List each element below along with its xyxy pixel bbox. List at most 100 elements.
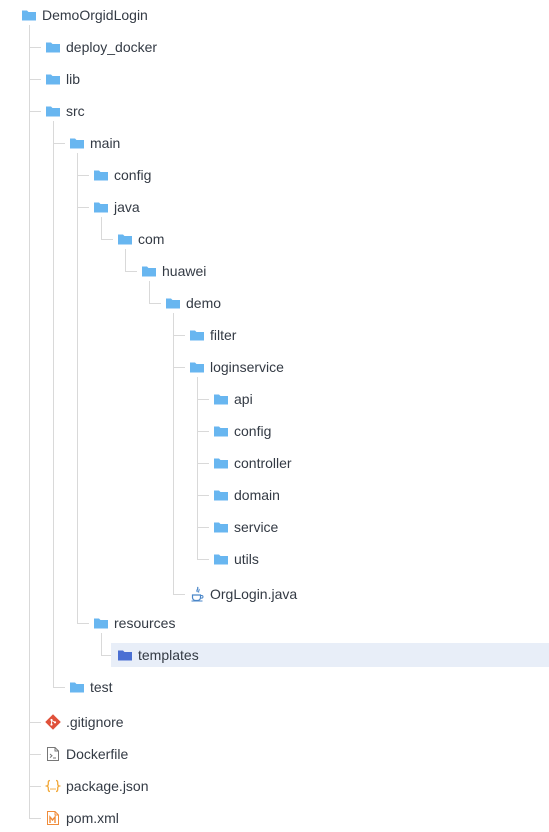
tree-item-orglogin[interactable]: OrgLogin.java	[0, 582, 549, 606]
tree-connector	[173, 335, 174, 368]
tree-connector	[173, 594, 185, 595]
tree-item-label: pom.xml	[66, 810, 119, 826]
tree-item-api[interactable]: api	[0, 387, 549, 411]
folder-icon	[93, 167, 109, 183]
tree-item-deploy-docker[interactable]: deploy_docker	[0, 35, 549, 59]
tree-item-templates[interactable]: templates	[0, 643, 549, 667]
tree-connector	[29, 754, 41, 755]
tree-item-domain[interactable]: domain	[0, 483, 549, 507]
tree-item-config2[interactable]: config	[0, 419, 549, 443]
tree-connector	[197, 463, 209, 464]
tree-connector	[77, 153, 78, 176]
dockerfile-icon	[45, 746, 61, 762]
tree-item-filter[interactable]: filter	[0, 323, 549, 347]
git-file-icon	[45, 714, 61, 730]
tree-item-pom-xml[interactable]: pom.xml	[0, 806, 549, 830]
folder-icon	[117, 647, 133, 663]
tree-connector	[197, 527, 198, 560]
maven-file-icon	[45, 810, 61, 826]
tree-connector	[101, 655, 113, 656]
tree-connector	[29, 47, 41, 48]
tree-connector	[197, 559, 209, 560]
tree-connector	[53, 143, 54, 688]
tree-item-label: config	[234, 423, 272, 439]
folder-icon	[21, 7, 37, 23]
tree-connector	[197, 527, 209, 528]
tree-item-label: java	[114, 199, 140, 215]
folder-icon	[93, 615, 109, 631]
tree-connector	[173, 335, 185, 336]
tree-item-huawei[interactable]: huawei	[0, 259, 549, 283]
selection-highlight	[111, 643, 549, 667]
tree-connector	[29, 79, 41, 80]
tree-connector	[77, 207, 78, 624]
tree-item-com[interactable]: com	[0, 227, 549, 251]
folder-icon	[165, 295, 181, 311]
folder-icon	[213, 455, 229, 471]
tree-connector	[77, 175, 89, 176]
tree-item-demo[interactable]: demo	[0, 291, 549, 315]
tree-connector	[149, 281, 150, 304]
tree-item-resources[interactable]: resources	[0, 611, 549, 635]
tree-item-label: resources	[114, 615, 176, 631]
java-file-icon	[189, 586, 205, 602]
tree-item-main[interactable]: main	[0, 131, 549, 155]
folder-icon	[213, 551, 229, 567]
tree-item-label: lib	[66, 71, 81, 87]
tree-item-dockerfile[interactable]: Dockerfile	[0, 742, 549, 766]
tree-item-src[interactable]: src	[0, 99, 549, 123]
tree-item-label: controller	[234, 455, 292, 471]
folder-icon	[213, 519, 229, 535]
folder-icon	[93, 199, 109, 215]
tree-connector	[101, 217, 102, 240]
tree-item-label: main	[90, 135, 121, 151]
tree-connector	[53, 687, 65, 688]
tree-item-utils[interactable]: utils	[0, 547, 549, 571]
tree-item-label: .gitignore	[66, 714, 124, 730]
tree-item-label: huawei	[162, 263, 207, 279]
tree-item-controller[interactable]: controller	[0, 451, 549, 475]
tree-connector	[197, 431, 209, 432]
tree-connector	[29, 754, 30, 787]
tree-connector	[173, 367, 174, 595]
folder-icon	[117, 231, 133, 247]
tree-item-label: config	[114, 167, 152, 183]
tree-item-label: Dockerfile	[66, 746, 129, 762]
tree-item-label: deploy_docker	[66, 39, 158, 55]
folder-icon	[189, 359, 205, 375]
folder-icon	[213, 423, 229, 439]
folder-icon	[213, 487, 229, 503]
tree-item-gitignore[interactable]: .gitignore	[0, 710, 549, 734]
tree-item-label: service	[234, 519, 279, 535]
tree-item-label: DemoOrgidLogin	[42, 7, 148, 23]
tree-connector	[29, 25, 30, 48]
tree-connector	[197, 377, 198, 400]
tree-connector	[29, 786, 41, 787]
tree-item-demoorgidlogin[interactable]: DemoOrgidLogin	[0, 3, 549, 27]
tree-item-label: api	[234, 391, 253, 407]
tree-item-label: templates	[138, 647, 199, 663]
tree-item-lib[interactable]: lib	[0, 67, 549, 91]
tree-item-loginservice[interactable]: loginservice	[0, 355, 549, 379]
tree-item-java[interactable]: java	[0, 195, 549, 219]
tree-item-label: src	[66, 103, 85, 119]
tree-connector	[197, 463, 198, 496]
tree-connector	[125, 249, 126, 272]
folder-icon	[45, 103, 61, 119]
tree-connector	[29, 111, 41, 112]
tree-item-label: loginservice	[210, 359, 284, 375]
tree-connector	[173, 367, 185, 368]
tree-item-config[interactable]: config	[0, 163, 549, 187]
tree-item-label: com	[138, 231, 165, 247]
tree-connector	[53, 143, 65, 144]
tree-connector	[77, 175, 78, 208]
tree-item-test[interactable]: test	[0, 675, 549, 699]
tree-connector	[197, 495, 209, 496]
tree-connector	[53, 121, 54, 144]
tree-item-label: filter	[210, 327, 237, 343]
tree-item-label: OrgLogin.java	[210, 586, 298, 602]
tree-connector	[77, 207, 89, 208]
tree-item-service[interactable]: service	[0, 515, 549, 539]
tree-item-label: demo	[186, 295, 222, 311]
tree-item-package-json[interactable]: package.json	[0, 774, 549, 798]
